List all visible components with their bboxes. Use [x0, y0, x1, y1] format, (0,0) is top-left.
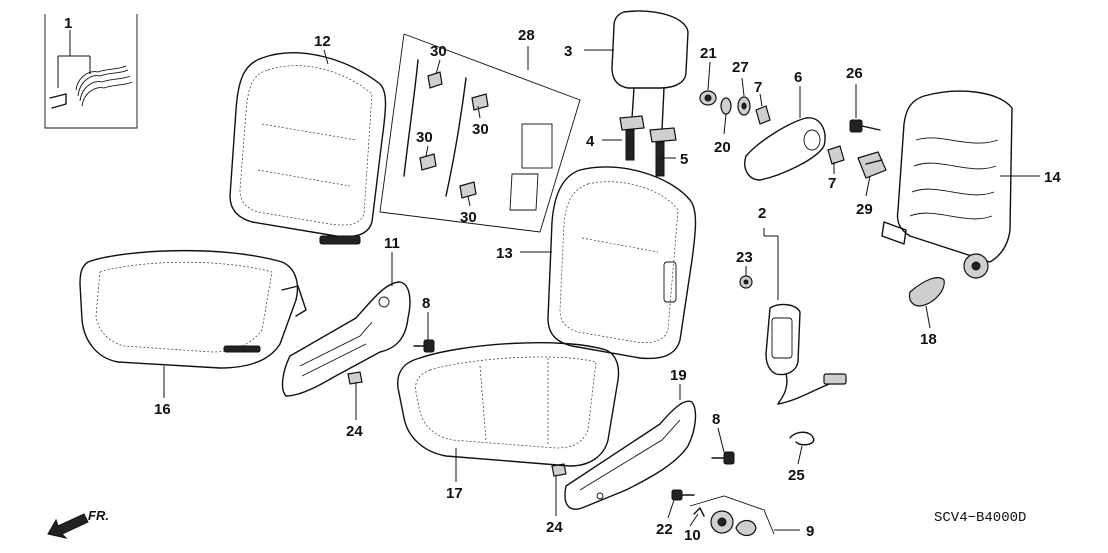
callout-9: 9: [806, 523, 814, 540]
callout-21: 21: [700, 45, 717, 62]
callout-7-upper: 7: [754, 79, 762, 96]
front-direction-arrow: [47, 513, 89, 539]
callout-11: 11: [384, 235, 400, 252]
part-20-washer: [720, 97, 732, 115]
callout-12: 12: [314, 33, 331, 50]
callout-22: 22: [656, 521, 673, 538]
part-7-cap-lower: [827, 145, 845, 165]
part-3-headrest: [611, 10, 689, 131]
part-27-washer: [737, 96, 751, 116]
part-8-screw-lower: [711, 451, 735, 465]
callout-7-lower: 7: [828, 175, 836, 192]
part-19-side-garnish: [564, 400, 697, 510]
diagram-code: SCV4−B4000D: [934, 510, 1026, 526]
leader-lines: [163, 46, 1040, 531]
part-12-seat-back-cover: [229, 52, 387, 245]
callout-20: 20: [714, 139, 731, 156]
callout-4: 4: [586, 133, 595, 150]
callout-18: 18: [920, 331, 937, 348]
callout-8-upper: 8: [422, 295, 430, 312]
callout-25: 25: [788, 467, 805, 484]
part-23-nut: [739, 275, 753, 289]
callout-17: 17: [446, 485, 463, 502]
part-28-trim-kit: [379, 33, 581, 233]
part-5-headrest-guide: [649, 127, 677, 177]
callout-16: 16: [154, 401, 171, 418]
part-10-spring: [693, 507, 705, 517]
callout-26: 26: [846, 65, 863, 82]
part-9-recliner-knob: [689, 495, 775, 537]
part-25-clip: [789, 431, 815, 446]
part-29-bracket: [857, 151, 887, 179]
callout-10: 10: [684, 527, 701, 544]
part-2-side-airbag: [765, 303, 847, 405]
part-26-bolt: [849, 119, 881, 133]
part-6-armrest: [744, 117, 826, 181]
front-label: FR.: [88, 508, 109, 523]
callout-5: 5: [680, 151, 688, 168]
part-1-clip-kit: [44, 14, 138, 129]
callout-30-b: 30: [472, 121, 489, 138]
part-4-headrest-guide: [619, 115, 645, 161]
callout-30-c: 30: [416, 129, 433, 146]
callout-28: 28: [518, 27, 535, 44]
part-7-cap-upper: [755, 105, 771, 125]
callout-30-d: 30: [460, 209, 477, 226]
callout-8-lower: 8: [712, 411, 720, 428]
part-14-seat-frame: [881, 90, 1013, 279]
part-22-screw: [671, 489, 695, 501]
callout-3: 3: [564, 43, 572, 60]
callout-14: 14: [1044, 169, 1061, 186]
part-13-front-seat-back: [547, 166, 697, 360]
callout-27: 27: [732, 59, 749, 76]
callout-24-left: 24: [346, 423, 363, 440]
part-17-front-cushion: [397, 341, 620, 467]
part-21-bushing: [699, 90, 717, 106]
part-8-screw-upper: [413, 339, 435, 353]
callout-24-right: 24: [546, 519, 563, 536]
callout-labels: 1 2 3 4 5 6 7 7 8 8 9 10 11 12 13 14 16 …: [64, 15, 1061, 544]
callout-6: 6: [794, 69, 802, 86]
part-11-side-trim: [281, 281, 411, 397]
callout-19: 19: [670, 367, 687, 384]
callout-30-a: 30: [430, 43, 447, 60]
callout-13: 13: [496, 245, 513, 262]
part-18-lever-cover: [908, 277, 945, 307]
part-24-clip-left: [347, 371, 363, 385]
callout-23: 23: [736, 249, 753, 266]
callout-2: 2: [758, 205, 766, 222]
part-16-cushion-cover: [79, 249, 307, 369]
callout-29: 29: [856, 201, 873, 218]
callout-1: 1: [64, 15, 72, 32]
